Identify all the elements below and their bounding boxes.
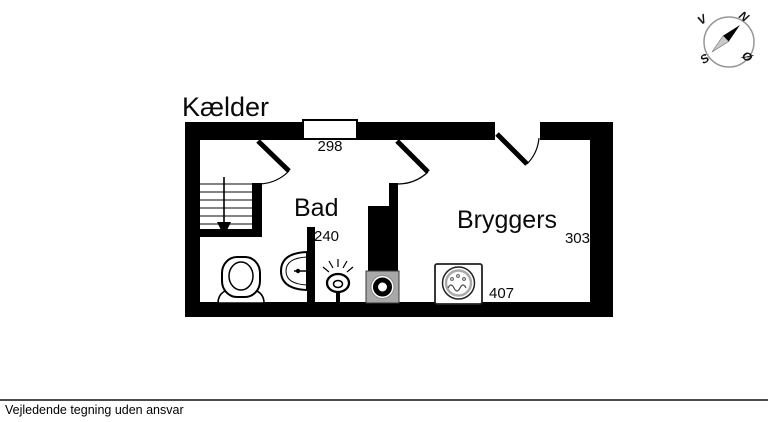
window-icon xyxy=(302,119,358,140)
outer-walls xyxy=(185,122,613,317)
compass-needle-icon xyxy=(723,25,740,42)
stairs-down-icon xyxy=(200,177,262,237)
room-label-bryggers: Bryggers xyxy=(457,206,558,234)
door-leaf xyxy=(395,139,430,174)
basin-drain-dot xyxy=(295,268,301,274)
door-leaf xyxy=(256,139,291,173)
stair-down-arrow-icon xyxy=(217,222,231,236)
measurement-bryggers-depth: 303 xyxy=(564,230,590,247)
machine-bubble xyxy=(456,274,460,278)
toilet-seat xyxy=(228,261,254,291)
washbasin-icon xyxy=(279,250,308,292)
measurement-bad-width: 240 xyxy=(314,228,340,245)
compass-west-label: V xyxy=(695,11,710,28)
basin-inner xyxy=(285,256,308,286)
shower-ray xyxy=(342,260,348,269)
machine-bubble xyxy=(450,277,454,281)
shower-ray xyxy=(328,260,334,269)
toilet-icon xyxy=(217,256,265,304)
door-bryggers-entry-icon xyxy=(495,132,540,166)
washing-machine-icon xyxy=(434,263,483,305)
drain-ring xyxy=(373,277,392,297)
top-wall-left-segment xyxy=(185,122,303,140)
right-wall xyxy=(590,122,613,317)
shower-ray xyxy=(322,266,330,273)
measurement-bryggers-width: 407 xyxy=(489,285,515,302)
door-swing-arc xyxy=(526,137,540,165)
footer-divider xyxy=(0,399,768,401)
bottom-wall xyxy=(185,302,613,317)
machine-door-ring xyxy=(444,269,473,297)
stair-end-wall xyxy=(200,229,262,237)
machine-bubble xyxy=(462,277,466,281)
machine-door xyxy=(441,266,476,300)
compass-circle xyxy=(703,16,755,68)
partition-stub xyxy=(389,183,398,208)
floor-drain-icon xyxy=(365,270,400,304)
top-wall-middle-segment xyxy=(357,122,495,140)
disclaimer-text: Vejledende tegning uden ansvar xyxy=(5,403,184,417)
door-bad-bryggers-icon xyxy=(395,139,430,185)
measurement-window-width: 298 xyxy=(317,138,343,155)
stair-side-wall xyxy=(252,183,262,237)
shower-ray xyxy=(346,266,354,273)
door-leaf xyxy=(495,132,529,166)
shower-head-center xyxy=(332,279,344,289)
shower-icon xyxy=(322,259,354,307)
room-label-bad: Bad xyxy=(294,194,339,222)
door-stairs-icon xyxy=(256,139,291,185)
door-swing-arc xyxy=(258,170,290,185)
page-title: Kælder xyxy=(182,92,270,122)
bathroom-partition-wall xyxy=(307,227,315,303)
left-wall xyxy=(185,122,200,317)
compass-rose: V N S Ø xyxy=(695,8,756,68)
machine-water-wave xyxy=(447,284,467,292)
door-swing-arc xyxy=(397,171,429,185)
